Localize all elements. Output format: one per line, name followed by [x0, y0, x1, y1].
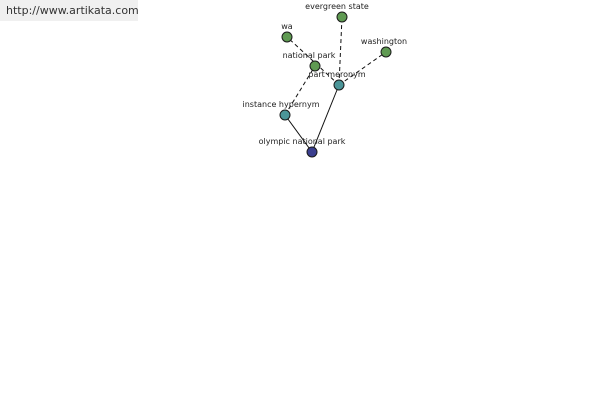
edge-part-meronym-to-washington	[338, 51, 387, 86]
node-circle-part-meronym[interactable]	[333, 79, 345, 91]
node-washington[interactable]: washington	[361, 37, 407, 58]
node-label-part-meronym: part meronym	[308, 70, 365, 79]
node-label-evergreen-state: evergreen state	[305, 2, 369, 11]
edge-instance-hypernym-to-national-park	[284, 65, 316, 116]
node-circle-olympic-national-park[interactable]	[306, 146, 318, 158]
node-circle-national-park[interactable]	[309, 60, 321, 72]
node-wa[interactable]: wa	[281, 22, 293, 43]
nodes-layer: olympic national park instance hypernym pa…	[243, 2, 407, 158]
node-circle-evergreen-state[interactable]	[336, 11, 348, 23]
node-label-olympic-national-park: olympic national park	[259, 137, 346, 146]
node-circle-wa[interactable]	[281, 31, 293, 43]
url-banner[interactable]: http://www.artikata.com	[0, 0, 139, 21]
node-label-washington: washington	[361, 37, 407, 46]
node-circle-washington[interactable]	[380, 46, 392, 58]
node-evergreen-state[interactable]: evergreen state	[305, 2, 369, 23]
node-label-wa: wa	[281, 22, 293, 31]
node-national-park[interactable]: national park	[283, 51, 336, 72]
node-instance-hypernym[interactable]: instance hypernym	[243, 100, 320, 121]
node-part-meronym[interactable]: part meronym	[308, 70, 366, 91]
node-label-instance-hypernym: instance hypernym	[243, 100, 320, 109]
node-label-national-park: national park	[283, 51, 336, 60]
node-olympic-national-park[interactable]: olympic national park	[259, 137, 346, 158]
node-circle-instance-hypernym[interactable]	[279, 109, 291, 121]
edge-olympic-national-park-to-instance-hypernym	[284, 114, 313, 153]
edge-olympic-national-park-to-part-meronym	[311, 84, 340, 153]
edge-part-meronym-to-evergreen-state	[338, 16, 343, 86]
